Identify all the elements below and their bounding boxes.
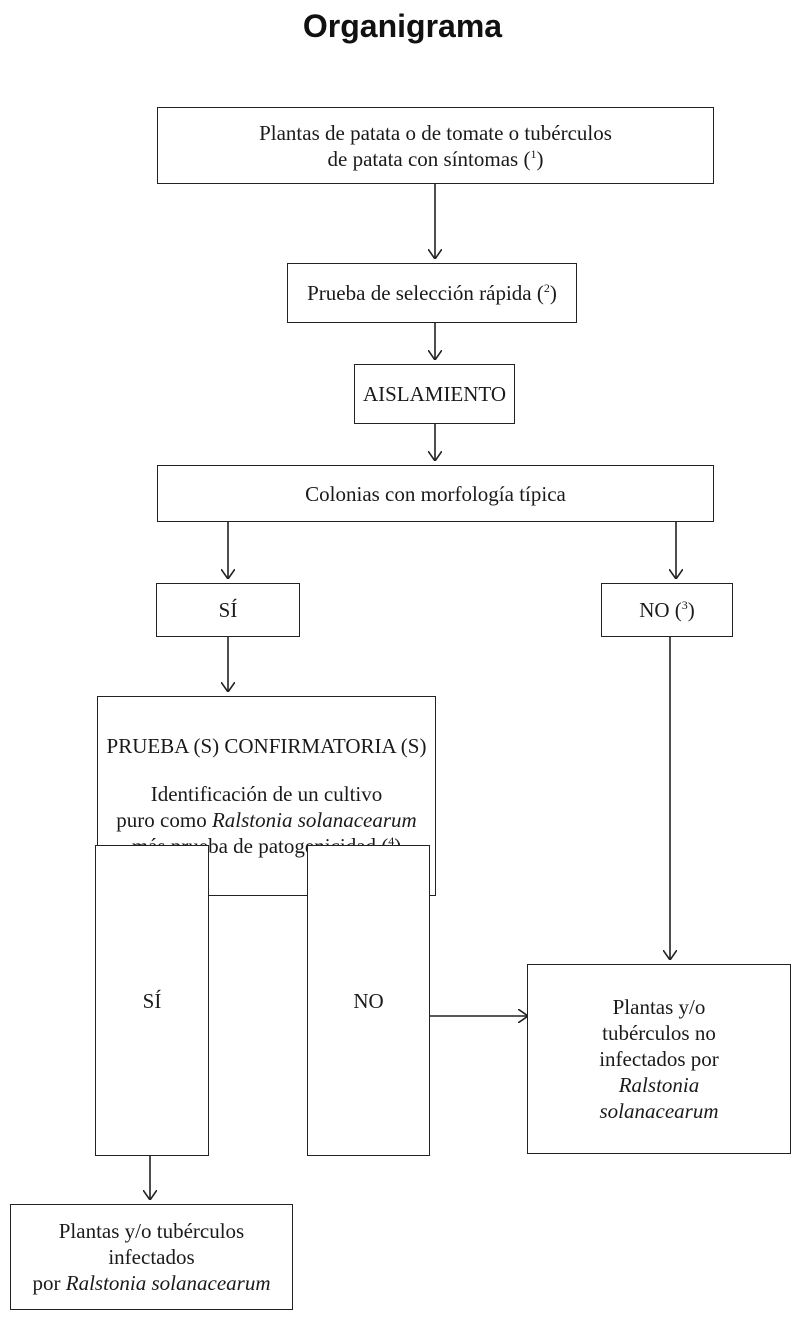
not-infected-line-4: Ralstonia <box>618 1073 700 1097</box>
confirmation-heading: PRUEBA (S) CONFIRMATORIA (S) <box>106 734 427 758</box>
rapid-test-box: Prueba de selección rápida (2) <box>287 263 577 323</box>
not-infected-box: Plantas y/o tubérculos no infectados por… <box>527 964 791 1154</box>
rapid-test-label: Prueba de selección rápida (2) <box>307 281 557 305</box>
no-box-1: NO (3) <box>601 583 733 637</box>
isolation-label: AISLAMIENTO <box>362 382 507 406</box>
yes-label-2: SÍ <box>142 988 162 1013</box>
no-label-2: NO <box>353 988 384 1013</box>
typical-colonies-box: Colonias con morfología típica <box>157 465 714 522</box>
infected-box: Plantas y/o tubérculos infectados por Ra… <box>10 1204 293 1310</box>
not-infected-line-1: Plantas y/o <box>612 995 706 1019</box>
typical-colonies-label: Colonias con morfología típica <box>305 481 566 506</box>
yes-box-1: SÍ <box>156 583 300 637</box>
start-line-2: de patata con síntomas (1) <box>327 146 544 171</box>
confirmation-line-1: Identificación de un cultivo <box>150 782 383 806</box>
infected-line-2: infectados <box>108 1245 195 1269</box>
infected-line-3: por Ralstonia solanacearum <box>32 1271 271 1295</box>
infected-line-1: Plantas y/o tubérculos <box>58 1219 245 1243</box>
confirmation-line-2: puro como Ralstonia solanacearum <box>116 808 417 832</box>
not-infected-line-2: tubérculos no <box>602 1021 716 1045</box>
no-box-2: NO <box>307 845 430 1156</box>
yes-label-1: SÍ <box>218 598 238 622</box>
start-line-1: Plantas de patata o de tomate o tubércul… <box>259 120 612 145</box>
isolation-box: AISLAMIENTO <box>354 364 515 424</box>
start-box: Plantas de patata o de tomate o tubércul… <box>157 107 714 184</box>
not-infected-line-5: solanacearum <box>599 1099 719 1123</box>
page-title: Organigrama <box>302 8 503 44</box>
not-infected-line-3: infectados por <box>599 1047 719 1071</box>
no-label-1: NO (3) <box>639 598 695 622</box>
yes-box-2: SÍ <box>95 845 209 1156</box>
